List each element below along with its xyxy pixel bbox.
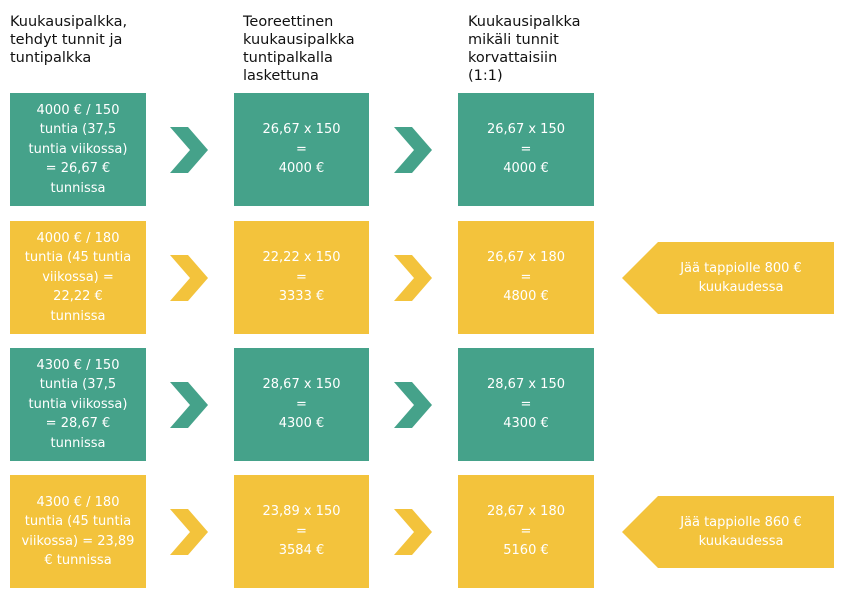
header-line: mikäli tunnit bbox=[468, 32, 559, 48]
header-line: (1:1) bbox=[468, 68, 503, 84]
input-box: 4000 € / 150 tuntia (37,5 tuntia viikossa)… bbox=[10, 93, 146, 206]
box-text-line: 4800 € bbox=[503, 289, 549, 305]
theoretical-box: 23,89 x 150 = 3584 € bbox=[234, 475, 369, 588]
box-text-line: 28,67 x 150 bbox=[487, 377, 565, 393]
header-line: Teoreettinen bbox=[243, 14, 334, 30]
callout-text-line: kuukaudessa bbox=[698, 533, 784, 549]
chevron-right-icon bbox=[170, 381, 208, 428]
box-text-line: = bbox=[296, 396, 307, 412]
box-text-line: viikossa) = 23,89 bbox=[21, 533, 135, 549]
theoretical-box: 26,67 x 150 = 4000 € bbox=[234, 93, 369, 206]
header-line: tehdyt tunnit ja bbox=[10, 32, 123, 48]
loss-callout: Jää tappiolle 860 € kuukaudessa bbox=[622, 495, 834, 568]
box-text-line: 26,67 x 150 bbox=[262, 122, 341, 138]
box-text-line: = bbox=[296, 141, 307, 157]
header-line: kuukausipalkka bbox=[243, 32, 355, 48]
box-text-line: 4000 € / 150 bbox=[36, 102, 120, 118]
box-text-line: viikossa) = bbox=[42, 269, 114, 285]
callout-arrow-shape bbox=[622, 241, 834, 314]
box-text-line: = 28,67 € bbox=[45, 416, 111, 432]
box-text-line: 26,67 x 150 bbox=[487, 122, 565, 138]
header-line: Kuukausipalkka bbox=[468, 14, 581, 30]
input-box: 4000 € / 180 tuntia (45 tuntia viikossa) =… bbox=[10, 221, 146, 334]
callout-text-line: kuukaudessa bbox=[698, 279, 784, 295]
callout-text-line: Jää tappiolle 800 € bbox=[680, 260, 802, 276]
callout-arrow-shape bbox=[622, 495, 834, 568]
header-input-column: Kuukausipalkka, tehdyt tunnit ja tuntipa… bbox=[10, 13, 127, 67]
header-theoretical-column: Teoreettinen kuukausipalkka tuntipalkall… bbox=[243, 13, 355, 85]
header-line: tuntipalkalla bbox=[243, 50, 333, 66]
box-text-line: 4000 € bbox=[503, 161, 549, 177]
box-text-line: 23,89 x 150 bbox=[262, 504, 341, 520]
compensated-box-text: 26,67 x 150 = 4000 € bbox=[487, 120, 565, 179]
chevron-right-icon bbox=[170, 508, 208, 555]
theoretical-box-text: 22,22 x 150 = 3333 € bbox=[263, 248, 341, 307]
box-text-line: = bbox=[296, 269, 307, 285]
chevron-right-icon bbox=[394, 126, 432, 173]
box-text-line: € tunnissa bbox=[44, 553, 112, 568]
header-line: tuntipalkka bbox=[10, 50, 92, 66]
chevron-right-icon bbox=[170, 254, 208, 301]
box-text-line: 4300 € bbox=[278, 416, 325, 432]
box-text-line: 3333 € bbox=[278, 289, 325, 305]
chevron-right-icon bbox=[394, 254, 432, 301]
box-text-line: tunnissa bbox=[50, 180, 106, 196]
box-text-line: 4000 € / 180 bbox=[36, 230, 120, 246]
input-box: 4300 € / 180 tuntia (45 tuntia viikossa) =… bbox=[10, 475, 146, 588]
box-text-line: = bbox=[520, 523, 532, 539]
box-text-line: 28,67 x 180 bbox=[487, 504, 565, 520]
callout-text-line: Jää tappiolle 860 € bbox=[680, 514, 802, 530]
box-text-line: tuntia (45 tuntia bbox=[24, 250, 132, 266]
box-text-line: tunnissa bbox=[50, 308, 106, 324]
box-text-line: 5160 € bbox=[503, 543, 549, 559]
box-text-line: 22,22 € bbox=[53, 289, 103, 305]
loss-callout: Jää tappiolle 800 € kuukaudessa bbox=[622, 241, 834, 314]
box-text-line: = bbox=[520, 141, 532, 157]
input-box-text: 4300 € / 180 tuntia (45 tuntia viikossa) =… bbox=[22, 493, 135, 571]
header-line: korvattaisiin bbox=[468, 50, 558, 66]
box-text-line: 4300 € bbox=[503, 416, 549, 432]
header-compensated-column: Kuukausipalkka mikäli tunnit korvattaisi… bbox=[468, 13, 581, 85]
box-text-line: 4300 € / 180 bbox=[36, 494, 120, 510]
compensated-box-text: 28,67 x 150 = 4300 € bbox=[487, 375, 565, 434]
compensated-box: 26,67 x 150 = 4000 € bbox=[458, 93, 594, 206]
chevron-right-icon bbox=[394, 508, 432, 555]
box-text-line: = 26,67 € bbox=[45, 161, 111, 177]
compensated-box-text: 28,67 x 180 = 5160 € bbox=[487, 502, 565, 561]
theoretical-box: 22,22 x 150 = 3333 € bbox=[234, 221, 369, 334]
box-text-line: tuntia viikossa) bbox=[28, 396, 128, 412]
compensated-box: 26,67 x 180 = 4800 € bbox=[458, 221, 594, 334]
header-line: Kuukausipalkka, bbox=[10, 14, 128, 30]
header-line: laskettuna bbox=[243, 68, 319, 84]
box-text-line: tuntia viikossa) bbox=[28, 141, 128, 157]
callout-text: Jää tappiolle 860 € kuukaudessa bbox=[652, 496, 830, 568]
box-text-line: tuntia (37,5 bbox=[39, 377, 117, 393]
box-text-line: 22,22 x 150 bbox=[262, 250, 341, 266]
callout-text: Jää tappiolle 800 € kuukaudessa bbox=[652, 242, 830, 314]
chevron-right-icon bbox=[394, 381, 432, 428]
input-box: 4300 € / 150 tuntia (37,5 tuntia viikossa)… bbox=[10, 348, 146, 461]
box-text-line: 28,67 x 150 bbox=[262, 377, 341, 393]
box-text-line: = bbox=[520, 396, 532, 412]
theoretical-box-text: 28,67 x 150 = 4300 € bbox=[263, 375, 341, 434]
compensated-box-text: 26,67 x 180 = 4800 € bbox=[487, 248, 565, 307]
box-text-line: = bbox=[520, 269, 532, 285]
box-text-line: 26,67 x 180 bbox=[487, 250, 565, 266]
box-text-line: 4300 € / 150 bbox=[36, 357, 120, 373]
box-text-line: = bbox=[296, 523, 307, 539]
input-box-text: 4000 € / 150 tuntia (37,5 tuntia viikossa)… bbox=[29, 101, 128, 199]
compensated-box: 28,67 x 180 = 5160 € bbox=[458, 475, 594, 588]
theoretical-box-text: 23,89 x 150 = 3584 € bbox=[263, 502, 341, 561]
chevron-right-icon bbox=[170, 126, 208, 173]
theoretical-box: 28,67 x 150 = 4300 € bbox=[234, 348, 369, 461]
compensated-box: 28,67 x 150 = 4300 € bbox=[458, 348, 594, 461]
input-box-text: 4300 € / 150 tuntia (37,5 tuntia viikossa)… bbox=[29, 356, 128, 454]
theoretical-box-text: 26,67 x 150 = 4000 € bbox=[263, 120, 341, 179]
input-box-text: 4000 € / 180 tuntia (45 tuntia viikossa) =… bbox=[25, 229, 131, 327]
box-text-line: tunnissa bbox=[50, 435, 106, 451]
box-text-line: 4000 € bbox=[278, 161, 325, 177]
box-text-line: 3584 € bbox=[278, 543, 325, 559]
box-text-line: tuntia (45 tuntia bbox=[24, 514, 132, 529]
box-text-line: tuntia (37,5 bbox=[39, 122, 117, 138]
